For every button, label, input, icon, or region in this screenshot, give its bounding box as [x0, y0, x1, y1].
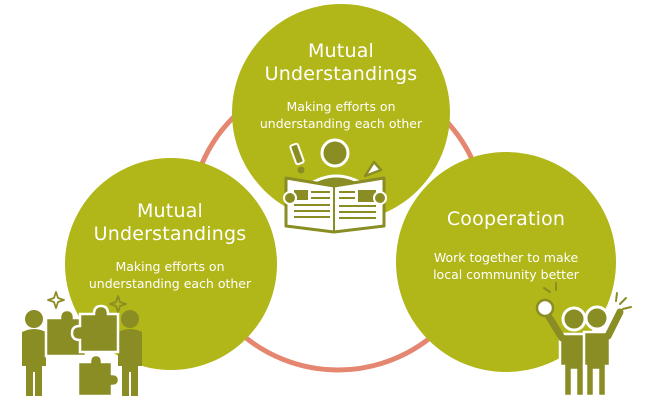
node-right-desc-line1: Work together to make: [433, 250, 579, 265]
people-assembling-puzzle-icon: [22, 291, 142, 398]
node-top-title-line1: Mutual: [307, 40, 375, 62]
person-reading-newspaper-icon: [283, 138, 387, 234]
node-top-description: Making efforts on understanding each oth…: [229, 98, 453, 132]
circle-top: [232, 4, 450, 222]
node-left-title-line2: Understandings: [93, 223, 247, 245]
node-left-desc-line1: Making efforts on: [115, 259, 225, 274]
node-right-desc-line2: local community better: [433, 267, 579, 282]
node-left-text: Mutual Understandings Making efforts on …: [60, 200, 280, 292]
node-top-text: Mutual Understandings Making efforts on …: [229, 40, 453, 132]
node-right-text: Cooperation Work together to make local …: [392, 208, 620, 283]
node-left-title-line1: Mutual: [136, 200, 204, 222]
circle-right: [396, 152, 616, 372]
node-right-title: Cooperation: [446, 208, 566, 230]
node-left-title: Mutual Understandings: [60, 200, 280, 246]
node-top-title: Mutual Understandings: [229, 40, 453, 86]
node-top-desc-line1: Making efforts on: [286, 99, 396, 114]
node-top-title-line2: Understandings: [264, 63, 418, 85]
node-left-desc-line2: understanding each other: [88, 276, 252, 291]
node-top-desc-line2: understanding each other: [259, 116, 423, 131]
node-right-description: Work together to make local community be…: [392, 249, 620, 283]
people-cheering-icon: [535, 282, 632, 398]
node-left-description: Making efforts on understanding each oth…: [60, 258, 280, 292]
